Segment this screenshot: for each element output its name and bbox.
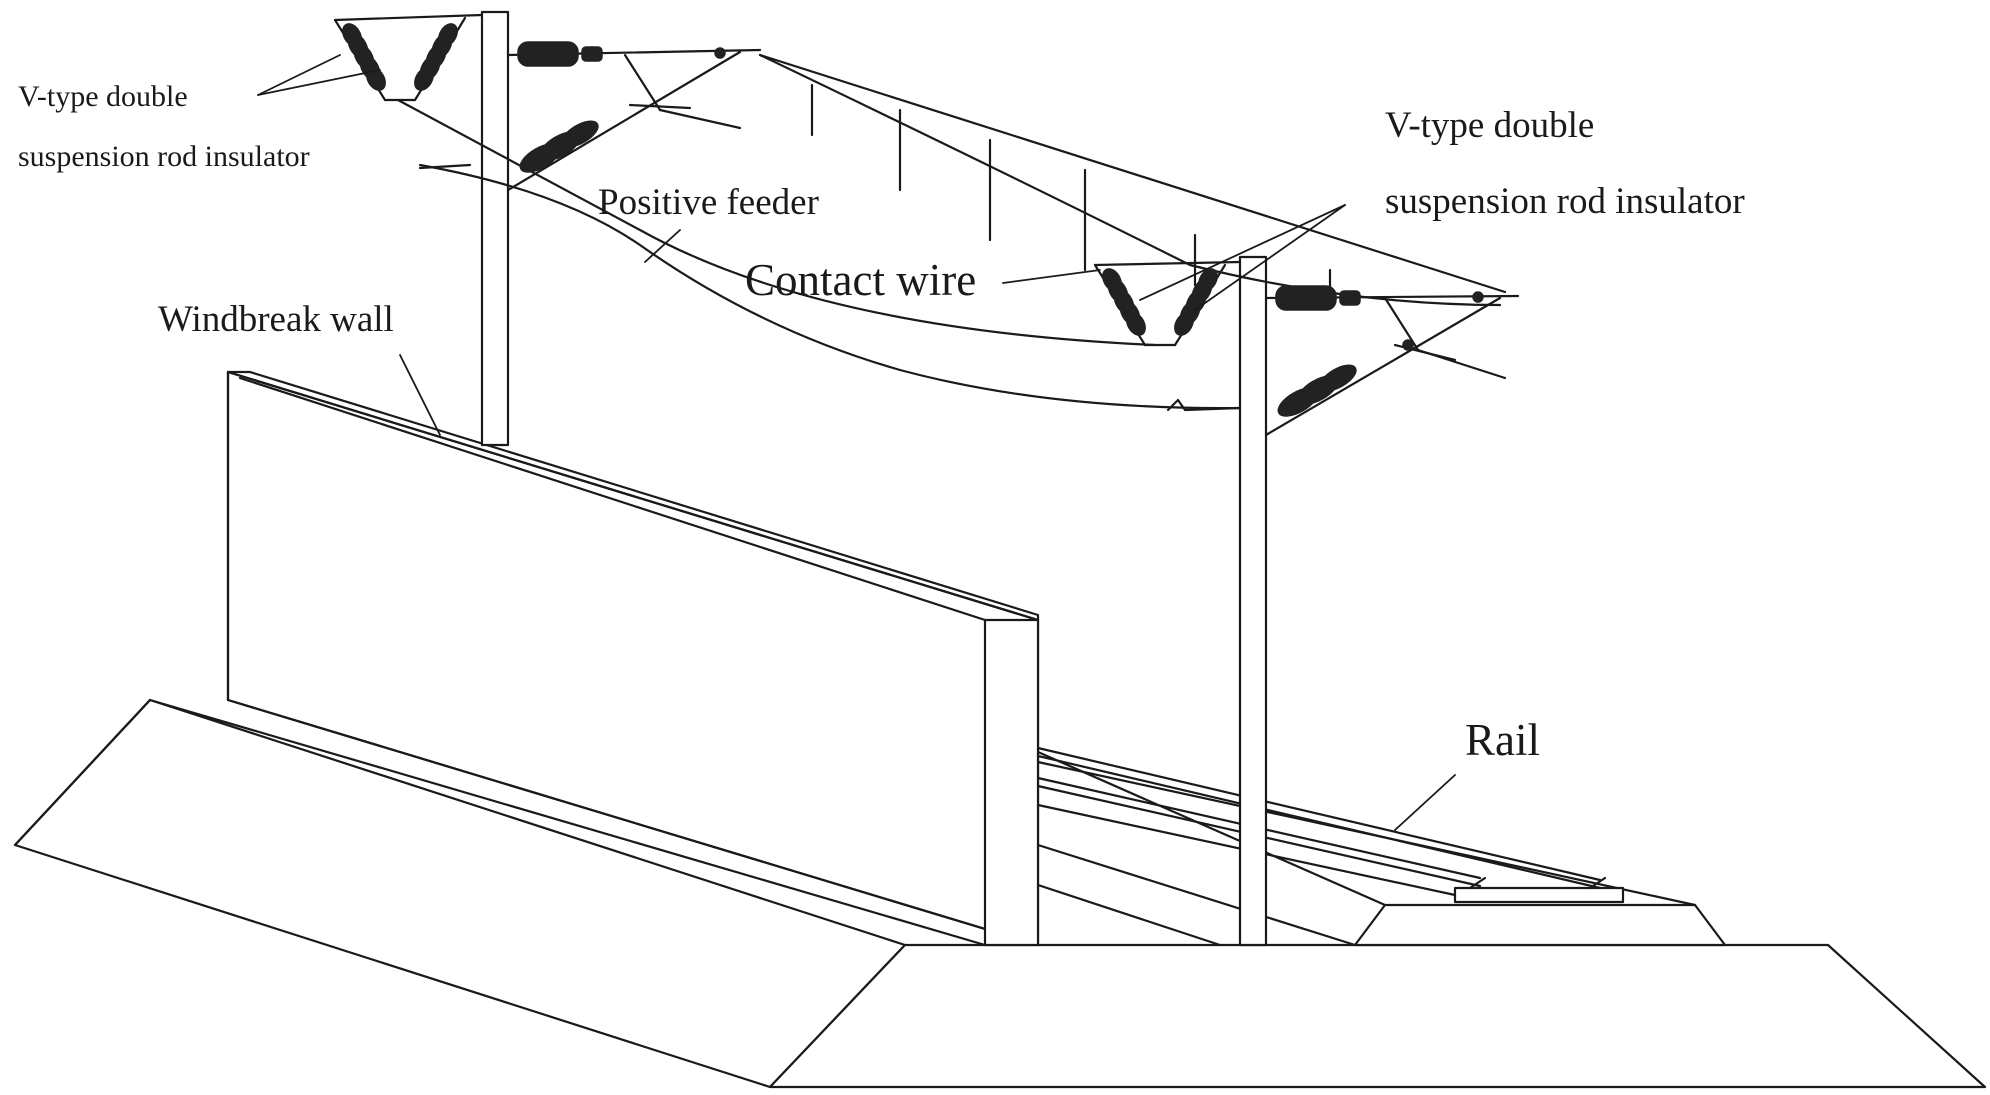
right-pole [1238,255,1268,947]
right-cantilever [1264,285,1520,437]
contact-wire-label: Contact wire [745,255,977,305]
left-cantilever [506,41,762,192]
left-insulator-label-line2: suspension rod insulator [18,140,310,173]
left-v-insulator [333,13,484,102]
messenger-droppers [758,53,1507,302]
leader-lines [257,54,1456,831]
rails [1036,746,1625,904]
windbreak-wall-label: Windbreak wall [158,299,394,340]
rail-label: Rail [1465,715,1540,765]
positive-feeder-wire [418,163,1242,412]
positive-feeder-label: Positive feeder [598,182,819,223]
right-insulator-label-line1: V-type double [1385,105,1595,146]
right-insulator-label-line2: suspension rod insulator [1385,181,1745,222]
embankment [13,698,1987,1089]
windbreak-wall [148,370,1040,947]
right-v-insulator [1093,260,1242,347]
left-pole [480,10,510,447]
contact-wire [396,53,1502,347]
left-insulator-label-line1: V-type double [18,80,188,113]
